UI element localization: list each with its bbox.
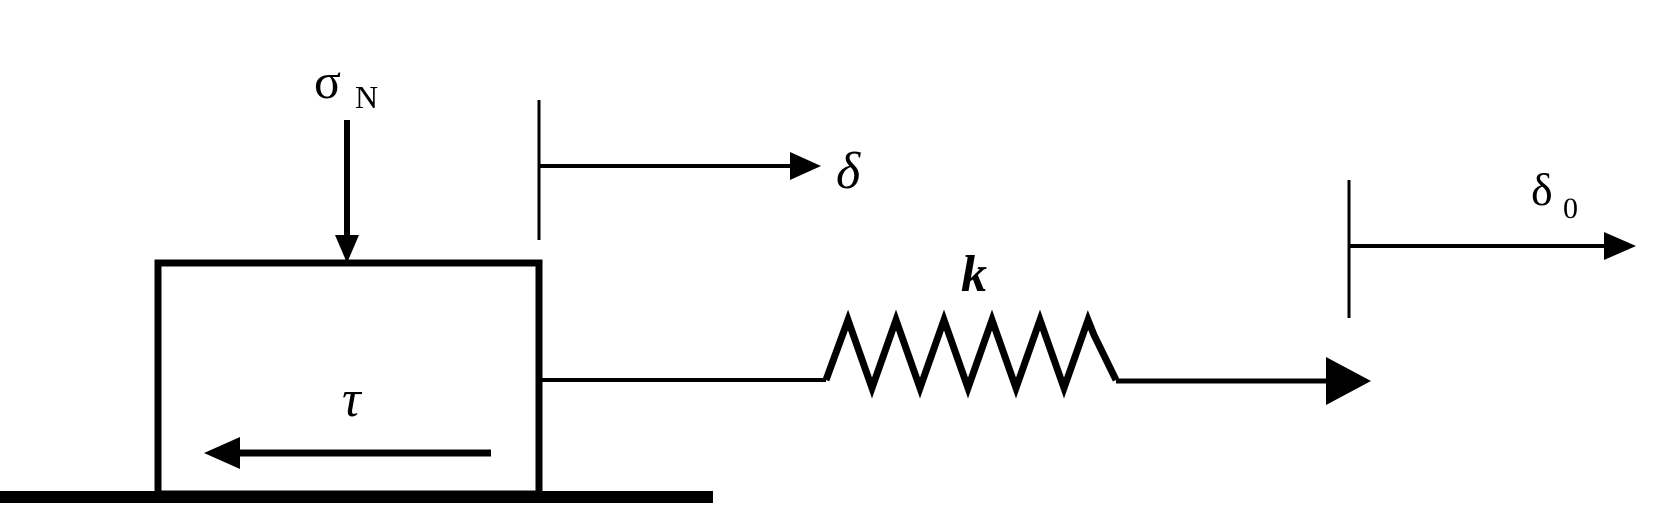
displacement-label: δ: [836, 143, 861, 200]
shear-stress-arrowhead: [204, 437, 240, 469]
driver-displacement-arrowhead: [1604, 232, 1636, 260]
spring-coil: [822, 309, 1120, 399]
normal-stress-arrowhead: [335, 235, 359, 263]
driver-rod-arrowhead: [1326, 357, 1371, 405]
displacement-arrowhead: [790, 152, 821, 180]
normal-stress-label: σ: [314, 53, 341, 109]
spring-stiffness-label: k: [961, 246, 987, 303]
normal-stress-subscript: N: [355, 79, 378, 115]
driver-displacement-subscript: 0: [1563, 192, 1578, 225]
shear-stress-label: τ: [342, 371, 363, 428]
driver-displacement-label: δ: [1531, 164, 1553, 215]
